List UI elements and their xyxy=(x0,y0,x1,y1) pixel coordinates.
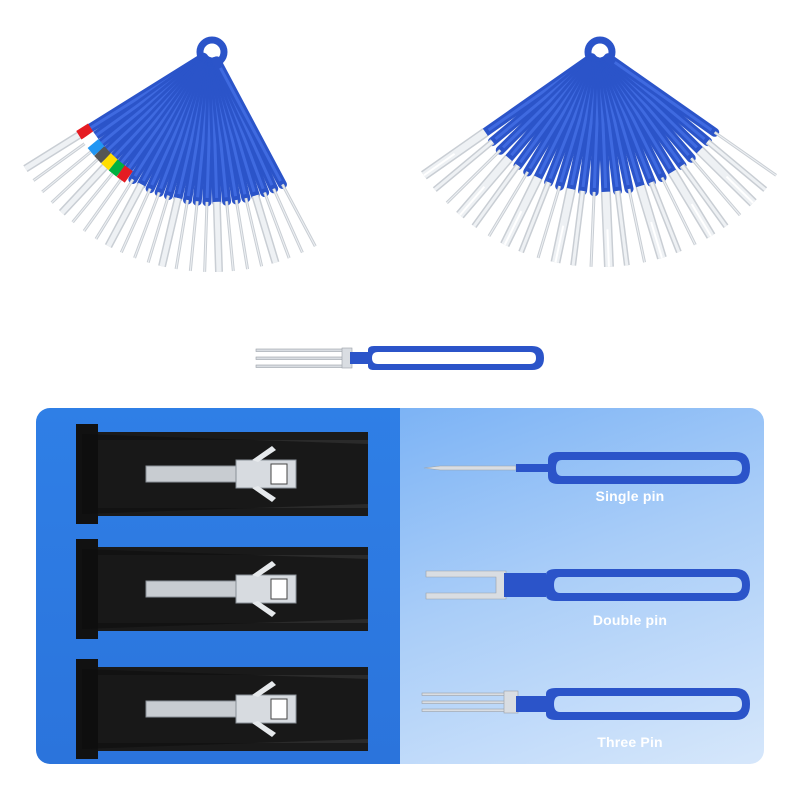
fan-tool-set-left-icon xyxy=(23,36,317,273)
connector-cross-section-icon xyxy=(76,659,368,759)
tool-types-panel: Single pin Double pin Three Pin xyxy=(400,408,764,764)
connector-panel xyxy=(36,408,400,764)
three-pin-label: Three Pin xyxy=(597,734,663,750)
comparison-panel: Single pin Double pin Three Pin xyxy=(36,408,764,764)
connector-cross-section-icon xyxy=(76,424,368,524)
fan-tool-set-right-icon xyxy=(421,36,777,268)
three-pin-tool-icon xyxy=(421,688,750,720)
single-pin-label: Single pin xyxy=(595,488,665,504)
three-pin-tool-icon xyxy=(255,346,544,370)
single-pin-tool-icon xyxy=(423,452,750,484)
double-pin-label: Double pin xyxy=(592,612,668,628)
connector-cross-section-icon xyxy=(76,539,368,639)
double-pin-tool-icon xyxy=(425,569,750,601)
